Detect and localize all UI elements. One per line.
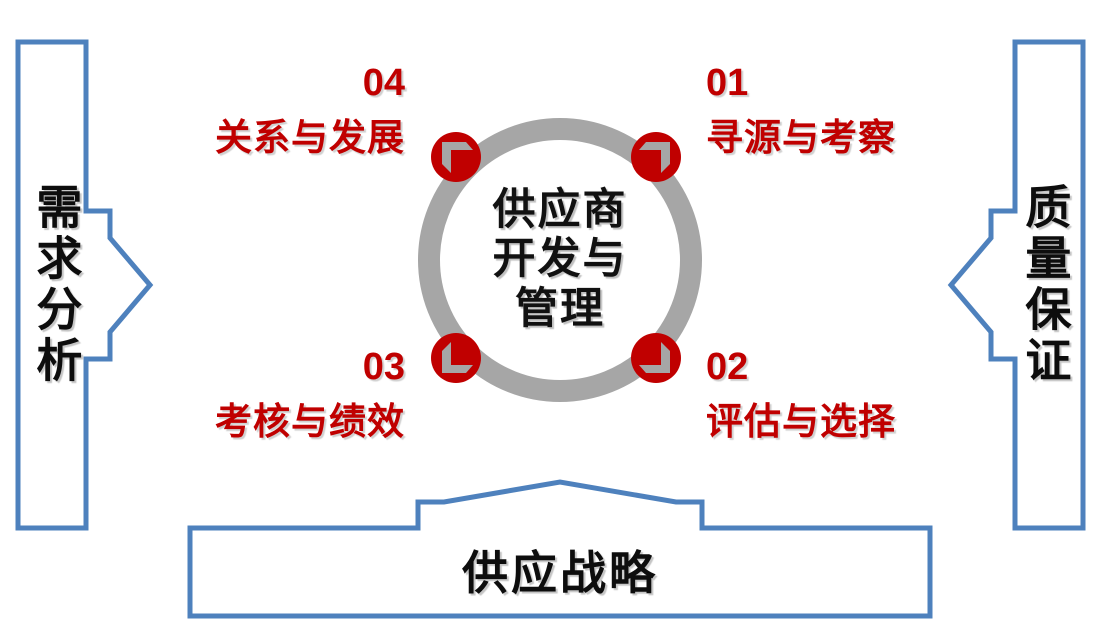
step-03-label: 考核与绩效 — [215, 401, 405, 442]
badge-arrow-up-right[interactable] — [630, 131, 682, 183]
bottom-arrow-outline — [187, 479, 933, 619]
badge-circle — [431, 132, 481, 182]
step-02[interactable]: 02 评估与选择 — [706, 348, 986, 440]
right-arrow-label: 质量保证 — [1019, 183, 1072, 387]
step-01[interactable]: 01 寻源与考察 — [706, 64, 986, 156]
center-title: 供应商 开发与 管理 — [418, 118, 702, 402]
arrow-corner-up-left-icon — [442, 142, 473, 173]
center-title-line-3: 管理 — [515, 284, 605, 333]
step-01-number: 01 — [706, 62, 749, 104]
step-04[interactable]: 04 关系与发展 — [125, 64, 405, 156]
step-02-label: 评估与选择 — [706, 401, 896, 442]
left-arrow-outline — [15, 39, 154, 531]
right-arrow-outline — [947, 39, 1086, 531]
arrow-corner-down-right-icon — [639, 342, 670, 373]
badge-circle — [431, 333, 481, 383]
left-arrow-shape[interactable]: 需求分析 — [14, 38, 154, 532]
arrow-corner-down-left-icon — [442, 342, 473, 373]
step-01-label: 寻源与考察 — [706, 117, 896, 158]
bottom-arrow-label: 供应战略 — [462, 547, 658, 599]
badge-circle — [631, 333, 681, 383]
step-02-number: 02 — [706, 346, 749, 388]
arrow-corner-up-right-icon — [639, 142, 670, 173]
badge-circle — [631, 132, 681, 182]
center-title-line-2: 开发与 — [492, 235, 628, 284]
badge-arrow-up-left[interactable] — [430, 131, 482, 183]
step-03-number: 03 — [362, 346, 405, 388]
left-arrow-label: 需求分析 — [30, 183, 83, 387]
bottom-arrow-shape[interactable] — [186, 478, 934, 620]
badge-arrow-down-left[interactable] — [430, 332, 482, 384]
step-04-label: 关系与发展 — [215, 117, 405, 158]
center-title-line-1: 供应商 — [492, 186, 628, 235]
step-03[interactable]: 03 考核与绩效 — [125, 348, 405, 440]
step-04-number: 04 — [362, 62, 405, 104]
right-arrow-shape[interactable]: 质量保证 — [947, 38, 1087, 532]
badge-arrow-down-right[interactable] — [630, 332, 682, 384]
